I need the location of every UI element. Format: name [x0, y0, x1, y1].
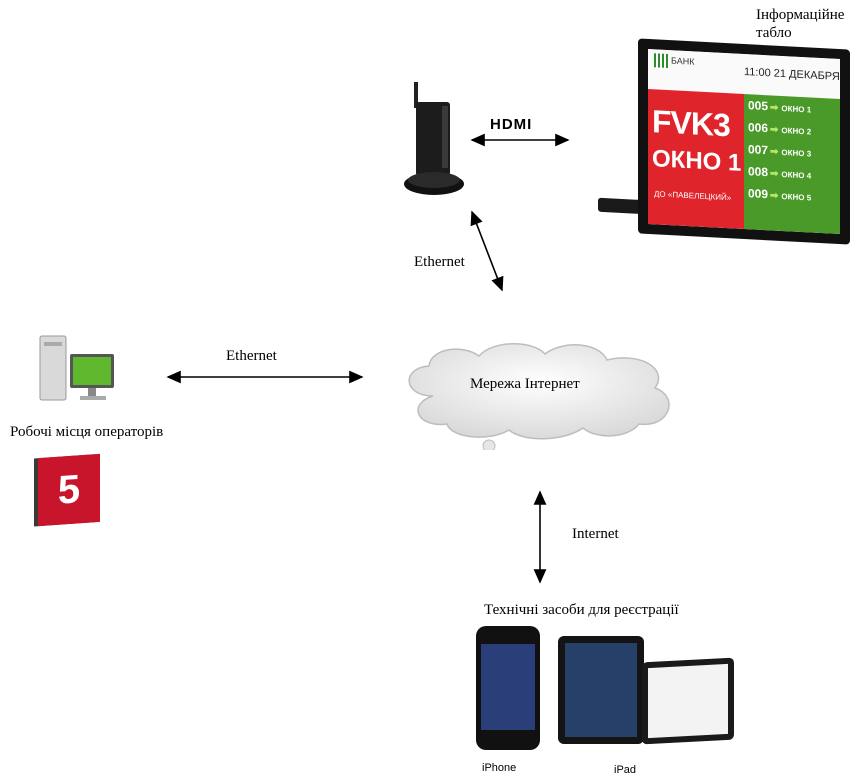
ticket-code: FVK3 — [652, 103, 730, 144]
hdmi-label: HDMI — [490, 116, 533, 133]
ethernet-top-label: Ethernet — [414, 254, 465, 270]
iphone-label: iPhone — [482, 762, 517, 774]
internet-label: Internet — [572, 526, 619, 542]
ethernet-top-arrow — [470, 210, 504, 292]
board-queue-list: 005➡ОКНО 1 006➡ОКНО 2 007➡ОКНО 3 008➡ОКН… — [744, 94, 840, 235]
iphone-icon — [476, 626, 540, 750]
registration-label: Технічні засоби для реєстрації — [484, 602, 679, 618]
queue-row: 007➡ОКНО 3 — [748, 142, 812, 159]
queue-row: 005➡ОКНО 1 — [748, 98, 812, 115]
board-current-ticket: FVK3 ОКНО 1 ДО «ПАВЕЛЕЦКИЙ» — [648, 88, 744, 229]
queue-row: 008➡ОКНО 4 — [748, 164, 812, 181]
queue-row: 009➡ОКНО 5 — [748, 186, 812, 203]
operators-label: Робочі місця операторів — [10, 424, 164, 440]
ipad-news-icon — [642, 657, 734, 745]
info-board-display: БАНК 11:00 21 ДЕКАБРЯ FVK3 ОКНО 1 ДО «ПА… — [598, 14, 850, 245]
board-clock: 11:00 21 ДЕКАБРЯ — [744, 66, 840, 84]
counter-number-sign: 5 — [38, 453, 100, 527]
ipad-label: iPad — [614, 764, 637, 776]
ethernet-left-label: Ethernet — [226, 348, 277, 364]
info-board-label: Інформаційне табло — [756, 7, 845, 41]
branch-name: ДО «ПАВЕЛЕЦКИЙ» — [654, 189, 732, 203]
board-screen: БАНК 11:00 21 ДЕКАБРЯ FVK3 ОКНО 1 ДО «ПА… — [638, 38, 850, 245]
internet-cloud-icon — [408, 343, 670, 450]
ticket-window: ОКНО 1 — [652, 145, 742, 177]
media-player-icon — [404, 82, 464, 195]
queue-row: 006➡ОКНО 2 — [748, 120, 812, 137]
internet-cloud-label: Мережа Інтернет — [470, 376, 580, 392]
workstation-icon — [39, 335, 114, 401]
bank-logo: БАНК — [654, 53, 694, 69]
ipad-icon — [558, 636, 644, 744]
